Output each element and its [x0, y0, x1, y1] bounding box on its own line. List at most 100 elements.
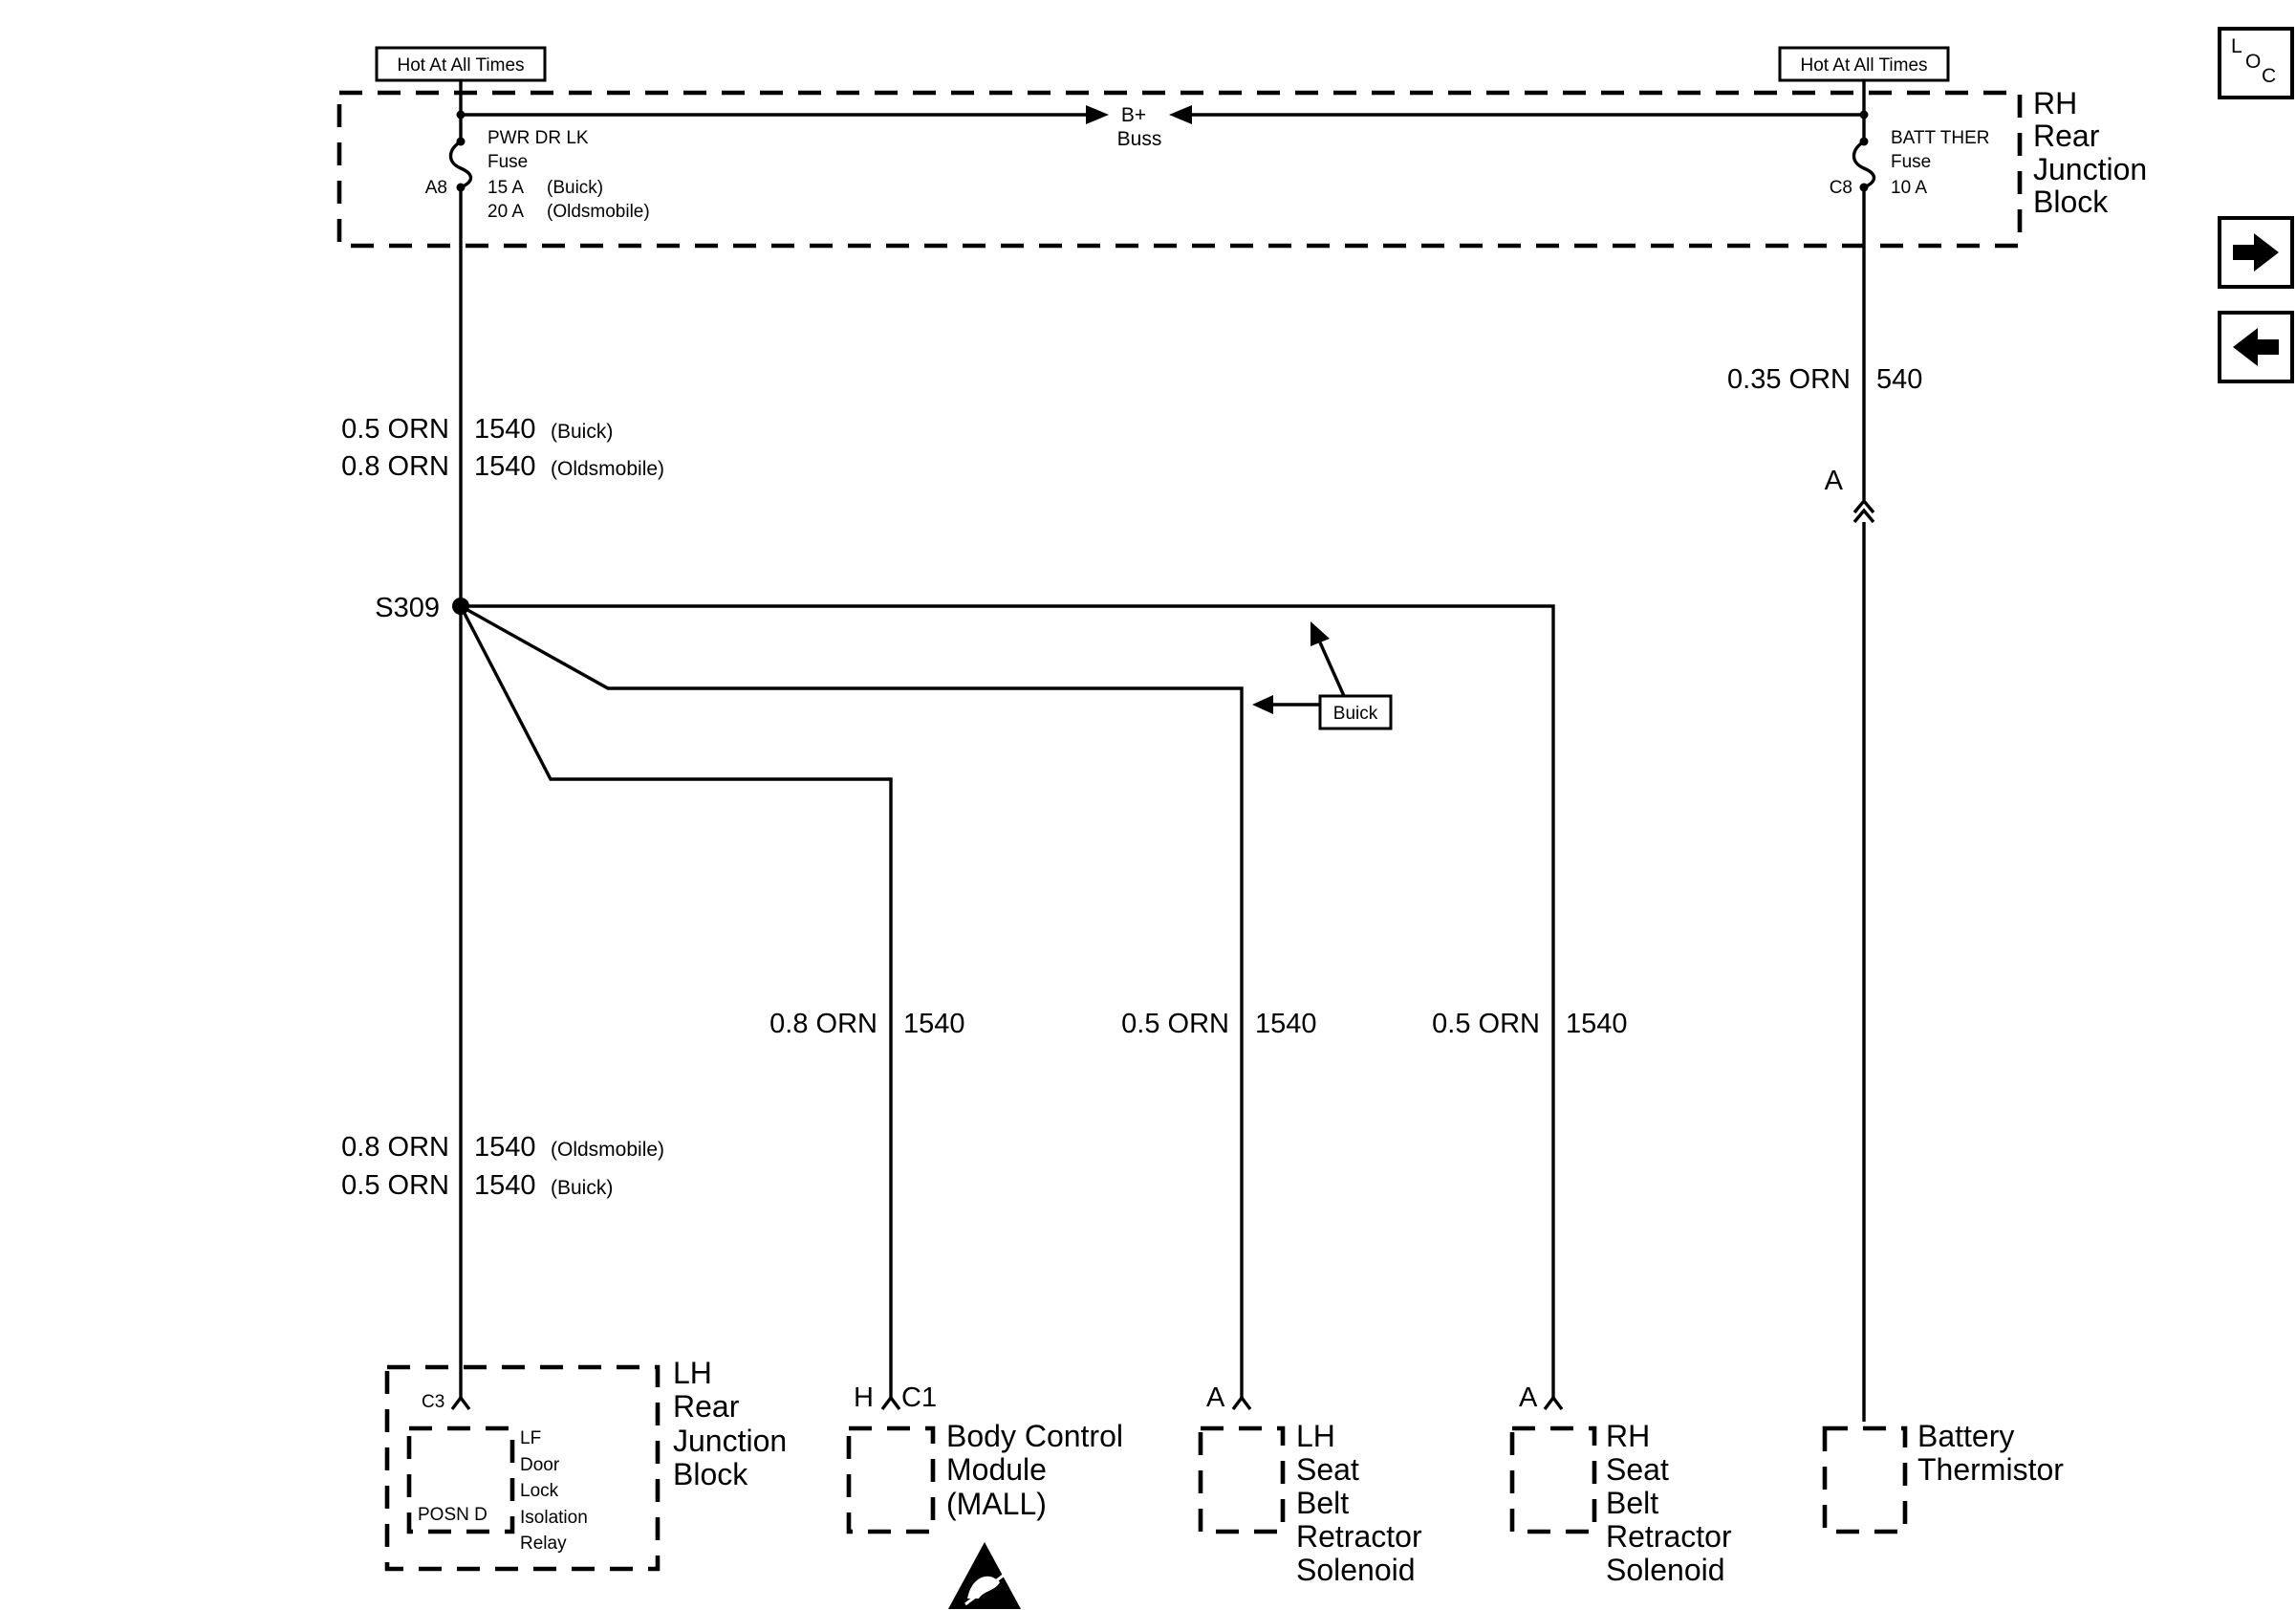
loc-button[interactable]: L O C	[2218, 27, 2294, 99]
wire-gauge-label: 0.5 ORN	[341, 1170, 449, 1201]
fuse-type-right: Fuse	[1891, 152, 1931, 172]
wire-note-label: (Buick)	[551, 421, 613, 443]
buss-arrow-left	[1169, 105, 1192, 124]
fuse-note-buick: (Buick)	[547, 178, 603, 198]
svg-text:C: C	[2262, 65, 2276, 87]
buss-arrow-right	[1086, 105, 1109, 124]
svg-text:Hot At All Times: Hot At All Times	[1800, 55, 1927, 76]
wire-circuit-label: 540	[1876, 364, 1922, 395]
pwr-dr-lk-fuse	[448, 115, 473, 192]
lh-seat-belt-solenoid-outline	[1198, 1425, 1286, 1534]
wire-note-label: (Buick)	[551, 1177, 613, 1199]
fuse-name-right: BATT THER	[1891, 128, 1989, 148]
buick-arrow-left	[1252, 695, 1273, 714]
svg-text:Thermistor: Thermistor	[1917, 1452, 2064, 1487]
bcm-terminal	[880, 1395, 901, 1411]
svg-text:Lock: Lock	[520, 1481, 559, 1501]
lh-seat-belt-terminal	[1231, 1395, 1252, 1411]
svg-text:Module: Module	[946, 1452, 1047, 1487]
svg-text:LH: LH	[1296, 1419, 1335, 1453]
inline-connector-a	[1852, 498, 1875, 524]
svg-text:Belt: Belt	[1296, 1486, 1349, 1520]
wire-circuit-label: 1540	[474, 1170, 536, 1201]
hot-at-all-times-tag-right: Hot At All Times	[1778, 46, 1950, 82]
wire-gauge-label: 0.5 ORN	[341, 414, 449, 445]
svg-text:Junction: Junction	[673, 1424, 787, 1458]
lf-door-lock-isolation-relay-label: LF Door Lock Isolation Relay	[520, 1428, 588, 1554]
svg-text:Hot At All Times: Hot At All Times	[397, 55, 524, 76]
relay-pin-label: POSN D	[418, 1505, 487, 1525]
fuse-cavity-a8: A8	[425, 178, 447, 198]
rh-seat-belt-solenoid-label: RH Seat Belt Retractor Solenoid	[1606, 1419, 1732, 1587]
svg-text:LH: LH	[673, 1356, 712, 1390]
fuse-cavity-c8: C8	[1830, 178, 1852, 198]
wire-circuit-label: 1540	[1566, 1009, 1628, 1039]
splice-label: S309	[375, 593, 440, 623]
svg-text:Block: Block	[2033, 185, 2109, 219]
svg-text:Relay: Relay	[520, 1534, 567, 1554]
rh-rear-junction-block-label: RH Rear Junction Block	[2033, 86, 2147, 219]
rh-seat-belt-terminal	[1543, 1395, 1564, 1411]
bcm-label: Body Control Module (MALL)	[946, 1419, 1123, 1521]
esd-warning-icon	[948, 1542, 1021, 1609]
svg-text:RH: RH	[1606, 1419, 1650, 1453]
svg-text:Belt: Belt	[1606, 1486, 1658, 1520]
next-page-button[interactable]	[2218, 216, 2294, 289]
svg-text:Block: Block	[673, 1457, 748, 1491]
svg-text:Buick: Buick	[1333, 704, 1378, 724]
svg-text:Door: Door	[520, 1455, 560, 1475]
rh-seat-belt-pin-label: A	[1519, 1382, 1538, 1413]
svg-text:Junction: Junction	[2033, 152, 2147, 186]
lh-seat-belt-pin-label: A	[1206, 1382, 1225, 1413]
buick-option-tag: Buick	[1318, 694, 1393, 730]
wire-note-label: (Oldsmobile)	[551, 1139, 664, 1161]
svg-text:Retractor: Retractor	[1296, 1519, 1422, 1554]
wire-note-label: (Oldsmobile)	[551, 458, 664, 480]
b-plus-label: B+	[1121, 104, 1146, 126]
wire-circuit-label: 1540	[474, 414, 536, 445]
wire-gauge-label: 0.8 ORN	[769, 1009, 877, 1039]
lh-rear-junction-block-label: LH Rear Junction Block	[673, 1356, 787, 1491]
wire-to-rh-seat-belt	[461, 604, 1555, 1398]
connector-c3-label: C3	[422, 1392, 444, 1412]
fuse-name-left: PWR DR LK	[487, 128, 589, 148]
svg-text:RH: RH	[2033, 86, 2077, 120]
fuse-rating-right: 10 A	[1891, 178, 1927, 198]
svg-text:Body Control: Body Control	[946, 1419, 1123, 1453]
wire-circuit-label: 1540	[474, 1132, 536, 1163]
wire-circuit-label: 1540	[1255, 1009, 1317, 1039]
wire-gauge-label: 0.8 ORN	[341, 451, 449, 482]
svg-text:Seat: Seat	[1606, 1452, 1669, 1487]
svg-text:Solenoid: Solenoid	[1606, 1553, 1725, 1587]
battery-thermistor-label: Battery Thermistor	[1917, 1419, 2064, 1487]
battery-thermistor-outline	[1822, 1425, 1908, 1534]
hot-at-all-times-tag-left: Hot At All Times	[375, 46, 547, 82]
wire-circuit-label: 1540	[903, 1009, 965, 1039]
svg-text:Rear: Rear	[673, 1389, 740, 1424]
svg-text:O: O	[2245, 51, 2261, 73]
svg-text:Solenoid: Solenoid	[1296, 1553, 1416, 1587]
fuse-rating-buick: 15 A	[487, 178, 524, 198]
buick-arrow-up-line	[1318, 642, 1346, 697]
bcm-outline	[846, 1425, 936, 1534]
left-arrow-icon	[2233, 328, 2279, 366]
bcm-connector-label: C1	[901, 1382, 937, 1413]
bcm-pin-label: H	[854, 1382, 874, 1413]
wire-gauge-label: 0.35 ORN	[1727, 364, 1851, 395]
svg-text:Retractor: Retractor	[1606, 1519, 1732, 1554]
right-arrow-icon	[2233, 233, 2279, 272]
fuse-note-olds: (Oldsmobile)	[547, 202, 650, 222]
batt-ther-fuse	[1852, 115, 1876, 192]
buick-arrow-up	[1310, 621, 1330, 646]
wire-gauge-label: 0.5 ORN	[1121, 1009, 1229, 1039]
wire-circuit-label: 1540	[474, 451, 536, 482]
prev-page-button[interactable]	[2218, 311, 2294, 383]
svg-text:Rear: Rear	[2033, 119, 2100, 153]
svg-text:Battery: Battery	[1917, 1419, 2014, 1453]
svg-text:Isolation: Isolation	[520, 1508, 588, 1528]
connector-c3-terminal	[450, 1395, 471, 1411]
lf-door-lock-relay-outline	[406, 1425, 515, 1534]
wire-gauge-label: 0.5 ORN	[1432, 1009, 1540, 1039]
rh-seat-belt-solenoid-outline	[1509, 1425, 1597, 1534]
